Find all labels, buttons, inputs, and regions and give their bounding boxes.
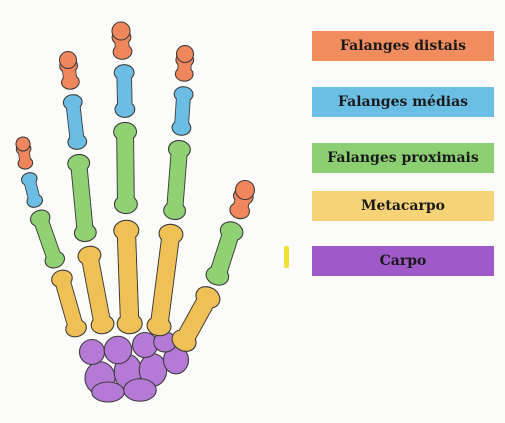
- legend-label-distal: Falanges distais: [340, 38, 466, 54]
- distal-phalanx-index-tuft: [177, 46, 194, 63]
- legend-label-meta: Metacarpo: [361, 198, 445, 214]
- carpal-bone: [80, 340, 105, 365]
- carpal-bone: [104, 336, 132, 364]
- distal-phalanx-middle-tuft: [112, 22, 130, 40]
- legend-falanges-distais: Falanges distais: [312, 31, 494, 61]
- metacarpal-thumb: [168, 283, 223, 356]
- metacarpal-pinky: [50, 268, 89, 339]
- legend-carpo: Carpo: [312, 246, 494, 276]
- yellow-marker: [284, 246, 289, 268]
- middle-phalanx-index: [172, 86, 194, 136]
- legend-falanges-proximais: Falanges proximais: [312, 143, 494, 173]
- carpal-bone: [92, 382, 125, 402]
- distal-phalanx-thumb-tuft: [236, 181, 255, 200]
- proximal-phalanx-index: [163, 140, 191, 221]
- legend-metacarpo: Metacarpo: [312, 191, 494, 221]
- metacarpal-index: [146, 223, 184, 337]
- carpal-bone: [124, 379, 157, 402]
- legend-label-media: Falanges médias: [338, 94, 468, 110]
- proximal-phalanx-pinky: [28, 207, 67, 270]
- legend-falanges-medias: Falanges médias: [312, 87, 494, 117]
- middle-phalanx-pinky: [20, 171, 44, 209]
- proximal-phalanx-thumb: [204, 219, 246, 288]
- legend-label-proximal: Falanges proximais: [327, 150, 479, 166]
- middle-phalanx-middle: [114, 64, 135, 117]
- distal-phalanx-ring-tuft: [60, 52, 77, 69]
- legend-label-carpo: Carpo: [380, 253, 427, 269]
- proximal-phalanx-middle: [114, 122, 138, 213]
- metacarpal-middle: [113, 220, 142, 334]
- proximal-phalanx-ring: [67, 154, 97, 243]
- distal-phalanx-pinky-tuft: [16, 137, 30, 151]
- hand-bones: [16, 22, 255, 402]
- middle-phalanx-ring: [63, 94, 88, 151]
